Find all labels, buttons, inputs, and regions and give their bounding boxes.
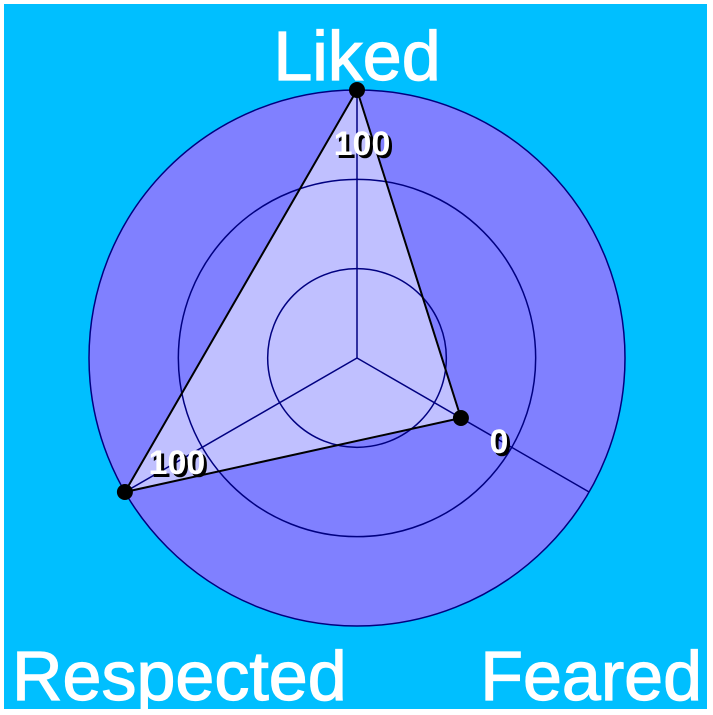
value-polygon — [122, 87, 463, 494]
axis-label-respected: Respected — [12, 637, 347, 715]
axis-label-liked: Liked — [273, 17, 440, 95]
spoke-feared — [356, 357, 590, 493]
value-label-liked: 100 — [334, 125, 391, 163]
value-label-shadow-liked: 100 — [337, 128, 394, 166]
value-label-shadow-respected: 100 — [152, 447, 209, 485]
spoke-respected — [124, 357, 358, 493]
value-area-fill — [124, 90, 461, 492]
data-point-feared — [452, 410, 469, 426]
data-point-liked — [349, 82, 365, 98]
value-label-respected: 100 — [149, 444, 206, 482]
axis-label-feared: Feared — [480, 637, 702, 715]
value-label-shadow-feared: 0 — [492, 426, 511, 464]
data-point-respected — [116, 484, 133, 500]
value-label-feared: 0 — [489, 423, 508, 461]
